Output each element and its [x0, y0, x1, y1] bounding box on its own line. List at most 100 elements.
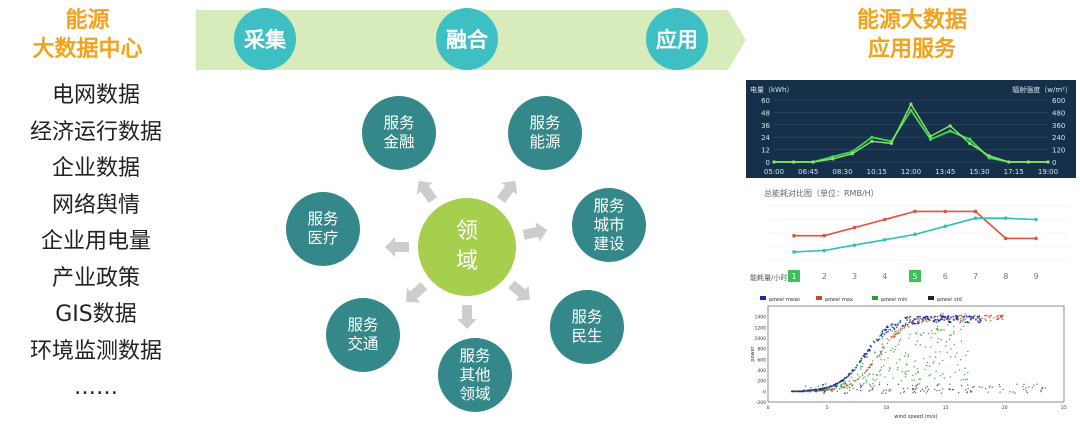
scatter-point [910, 321, 913, 324]
stage-apply: 应用 [646, 8, 708, 70]
scatter-point [828, 386, 830, 388]
scatter-point [903, 326, 906, 329]
scatter-point [815, 388, 818, 391]
scatter-point [912, 322, 915, 325]
scatter-point [998, 383, 1000, 386]
x-tick-label: 3 [852, 272, 857, 281]
scatter-point [882, 391, 885, 393]
scatter-point [870, 385, 872, 387]
scatter-point [1009, 391, 1011, 393]
scatter-point [933, 377, 936, 380]
series-point [822, 248, 827, 253]
scatter-point [818, 388, 821, 390]
x-tick-label: 15:30 [969, 168, 989, 176]
scatter-point [943, 377, 946, 379]
scatter-point [954, 371, 957, 374]
scatter-point [896, 324, 899, 327]
node-label: 金融 [383, 133, 415, 151]
series-point [943, 209, 948, 214]
scatter-point [913, 387, 915, 390]
scatter-point [943, 315, 946, 318]
series-point [973, 216, 978, 220]
scatter-point [923, 390, 925, 392]
scatter-point [930, 329, 933, 332]
scatter-point [967, 350, 969, 353]
scatter-point [999, 314, 1002, 317]
scatter-point [881, 346, 884, 349]
series-point [909, 102, 913, 106]
scatter-point [947, 318, 950, 320]
scatter-point [949, 318, 952, 320]
scatter-point [850, 376, 853, 379]
scatter-point [926, 390, 929, 392]
scatter-point [942, 373, 944, 375]
scatter-point [878, 384, 881, 386]
scatter-point [936, 318, 939, 321]
scatter-point [880, 366, 883, 369]
node-label: 服务 [347, 316, 379, 334]
legend-label: power min [881, 297, 907, 303]
data-source-item: 电网数据 [51, 83, 140, 108]
scatter-point [974, 314, 976, 317]
scatter-point [897, 321, 900, 324]
scatter-point [989, 385, 991, 387]
scatter-point [862, 354, 865, 357]
scatter-point [849, 382, 852, 385]
scatter-point [879, 352, 882, 355]
scatter-point [885, 389, 888, 391]
scatter-point [876, 374, 878, 376]
scatter-point [892, 351, 895, 353]
scatter-point [868, 349, 871, 352]
scatter-point [926, 386, 928, 388]
y-tick-label: 36 [761, 122, 770, 130]
scatter-point [928, 365, 931, 367]
scatter-point [886, 383, 889, 386]
x-tick-label: 1 [791, 272, 796, 281]
scatter-point [841, 386, 844, 388]
y-tick-label: 600 [757, 357, 766, 363]
scatter-point [895, 326, 898, 329]
y-tick-label: 200 [757, 379, 766, 385]
scatter-point [893, 327, 896, 330]
scatter-point [833, 388, 836, 390]
domain-center-node: 领域 [418, 198, 516, 296]
service-energy-node: 服务能源 [508, 96, 582, 170]
x-axis-label: 能耗量/小时 [750, 273, 787, 282]
scatter-point [969, 391, 972, 393]
series-point [968, 137, 972, 141]
scatter-point [939, 350, 941, 353]
scatter-point [894, 345, 897, 348]
scatter-point [976, 317, 979, 320]
x-tick-label: 20 [1002, 405, 1008, 411]
scatter-point [907, 325, 910, 328]
scatter-point [917, 371, 919, 374]
scatter-point [920, 334, 923, 337]
scatter-point [894, 333, 897, 336]
series-point [913, 232, 917, 237]
scatter-point [939, 374, 942, 377]
scatter-point [894, 348, 897, 351]
scatter-point [934, 315, 936, 318]
scatter-point [840, 385, 842, 387]
series-point [1003, 236, 1008, 241]
scatter-point [835, 387, 837, 389]
scatter-point [862, 384, 864, 386]
series-point [831, 157, 835, 161]
x-tick-label: 0 [767, 405, 770, 411]
scatter-point [846, 384, 848, 387]
scatter-point [995, 316, 998, 318]
scatter-point [988, 315, 990, 318]
scatter-point [856, 388, 858, 391]
scatter-point [849, 387, 851, 389]
scatter-point [901, 370, 904, 373]
scatter-point [867, 375, 869, 377]
service-livelihood-node: 服务民生 [550, 290, 624, 364]
scatter-point [962, 318, 965, 321]
scatter-point [950, 334, 952, 336]
series-point [973, 209, 978, 214]
scatter-point [1036, 383, 1038, 385]
scatter-point [856, 378, 859, 380]
right-title: 能源大数据 应用服务 [812, 6, 1012, 64]
scatter-point [984, 388, 987, 390]
scatter-point [904, 322, 907, 325]
